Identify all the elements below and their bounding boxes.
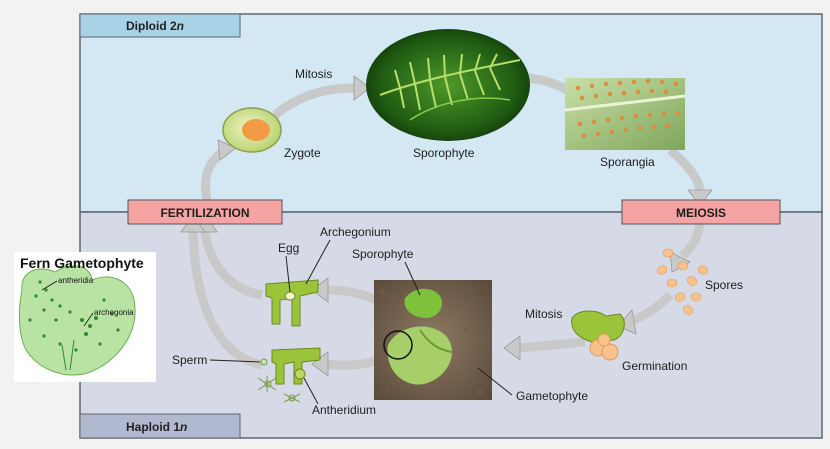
inset-antheridia-pointer: [41, 280, 58, 291]
antheridium-image: [271, 347, 321, 385]
sporophyte-young-pointer: [404, 261, 421, 296]
archegonium-pointer: [305, 239, 331, 285]
gametophyte-label: Gametophyte: [516, 389, 588, 403]
sperm-pointer: [209, 359, 261, 363]
sporangia-image: [564, 78, 686, 150]
sperm-label: Sperm: [172, 353, 207, 367]
sporophyte-young-label: Sporophyte: [352, 247, 414, 261]
fertilization-box: FERTILIZATION: [127, 199, 283, 225]
zygote-label: Zygote: [284, 146, 321, 160]
gametophyte-pointer: [477, 367, 513, 396]
inset-archegonia-label: archegonia: [94, 308, 134, 317]
haploid-label: Haploid 1n: [126, 420, 187, 434]
egg-pointer: [285, 255, 291, 293]
haploid-tab: [79, 413, 241, 439]
gametophyte-photo: [374, 280, 492, 400]
germination-label: Germination: [622, 359, 687, 373]
archegonium-label: Archegonium: [320, 225, 391, 239]
svg-text:FERTILIZATION: FERTILIZATION: [160, 206, 249, 220]
mitosis-label-top: Mitosis: [295, 67, 332, 81]
egg-label: Egg: [278, 241, 299, 255]
inset-antheridia-label: antheridia: [58, 276, 94, 285]
antheridium-pointer: [303, 377, 319, 405]
sporophyte-fern-image: [366, 29, 530, 141]
sporophyte-label: Sporophyte: [413, 146, 475, 160]
spores-image: [656, 248, 709, 315]
diploid-label: Diploid 2n: [126, 19, 184, 33]
diploid-tab: [79, 13, 241, 38]
spores-label: Spores: [705, 278, 743, 292]
egg-cell: [284, 291, 296, 301]
germination-image: [571, 310, 625, 361]
zygote-cell: [222, 107, 282, 153]
sperm-cells: [257, 358, 301, 403]
inset-archegonia-pointer: [83, 312, 94, 327]
sporangia-label: Sporangia: [600, 155, 655, 169]
antheridium-label: Antheridium: [312, 403, 376, 417]
meiosis-box: MEIOSIS: [621, 199, 781, 225]
inset-title: Fern Gametophyte: [20, 255, 144, 271]
mitosis-label-bottom: Mitosis: [525, 307, 562, 321]
svg-text:MEIOSIS: MEIOSIS: [676, 206, 726, 220]
fern-gametophyte-inset: [14, 252, 156, 382]
